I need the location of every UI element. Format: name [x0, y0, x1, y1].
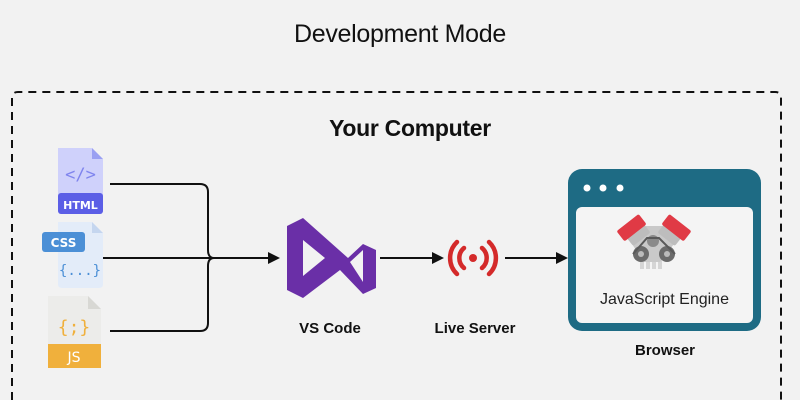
engine-icon	[617, 214, 691, 269]
dashed-container-border	[11, 91, 782, 400]
connector-js	[110, 257, 215, 332]
broadcast-icon	[447, 239, 499, 277]
arrowhead-to-browser	[556, 252, 568, 264]
js-file-icon: {;} JS	[48, 296, 101, 368]
svg-text:</>: </>	[65, 165, 96, 185]
svg-text:{;}: {;}	[58, 317, 91, 338]
diagram-title: Development Mode	[294, 20, 506, 48]
live-server-label: Live Server	[434, 320, 516, 337]
visual-studio-icon	[287, 218, 376, 298]
svg-text:HTML: HTML	[63, 199, 98, 212]
svg-text:JS: JS	[66, 350, 80, 366]
css-file-icon: CSS {...}	[42, 222, 103, 288]
browser-label: Browser	[634, 342, 696, 359]
vscode-label: VS Code	[299, 320, 361, 337]
svg-text:CSS: CSS	[51, 236, 77, 250]
container-title: Your Computer	[329, 115, 491, 141]
arrowhead-to-server	[432, 252, 444, 264]
svg-text:{...}: {...}	[59, 263, 101, 279]
connector-html	[110, 183, 215, 259]
javascript-engine-label: JavaScript Engine	[600, 291, 729, 308]
arrowhead-to-vscode	[268, 252, 280, 264]
html-file-icon: </> HTML	[58, 148, 103, 214]
